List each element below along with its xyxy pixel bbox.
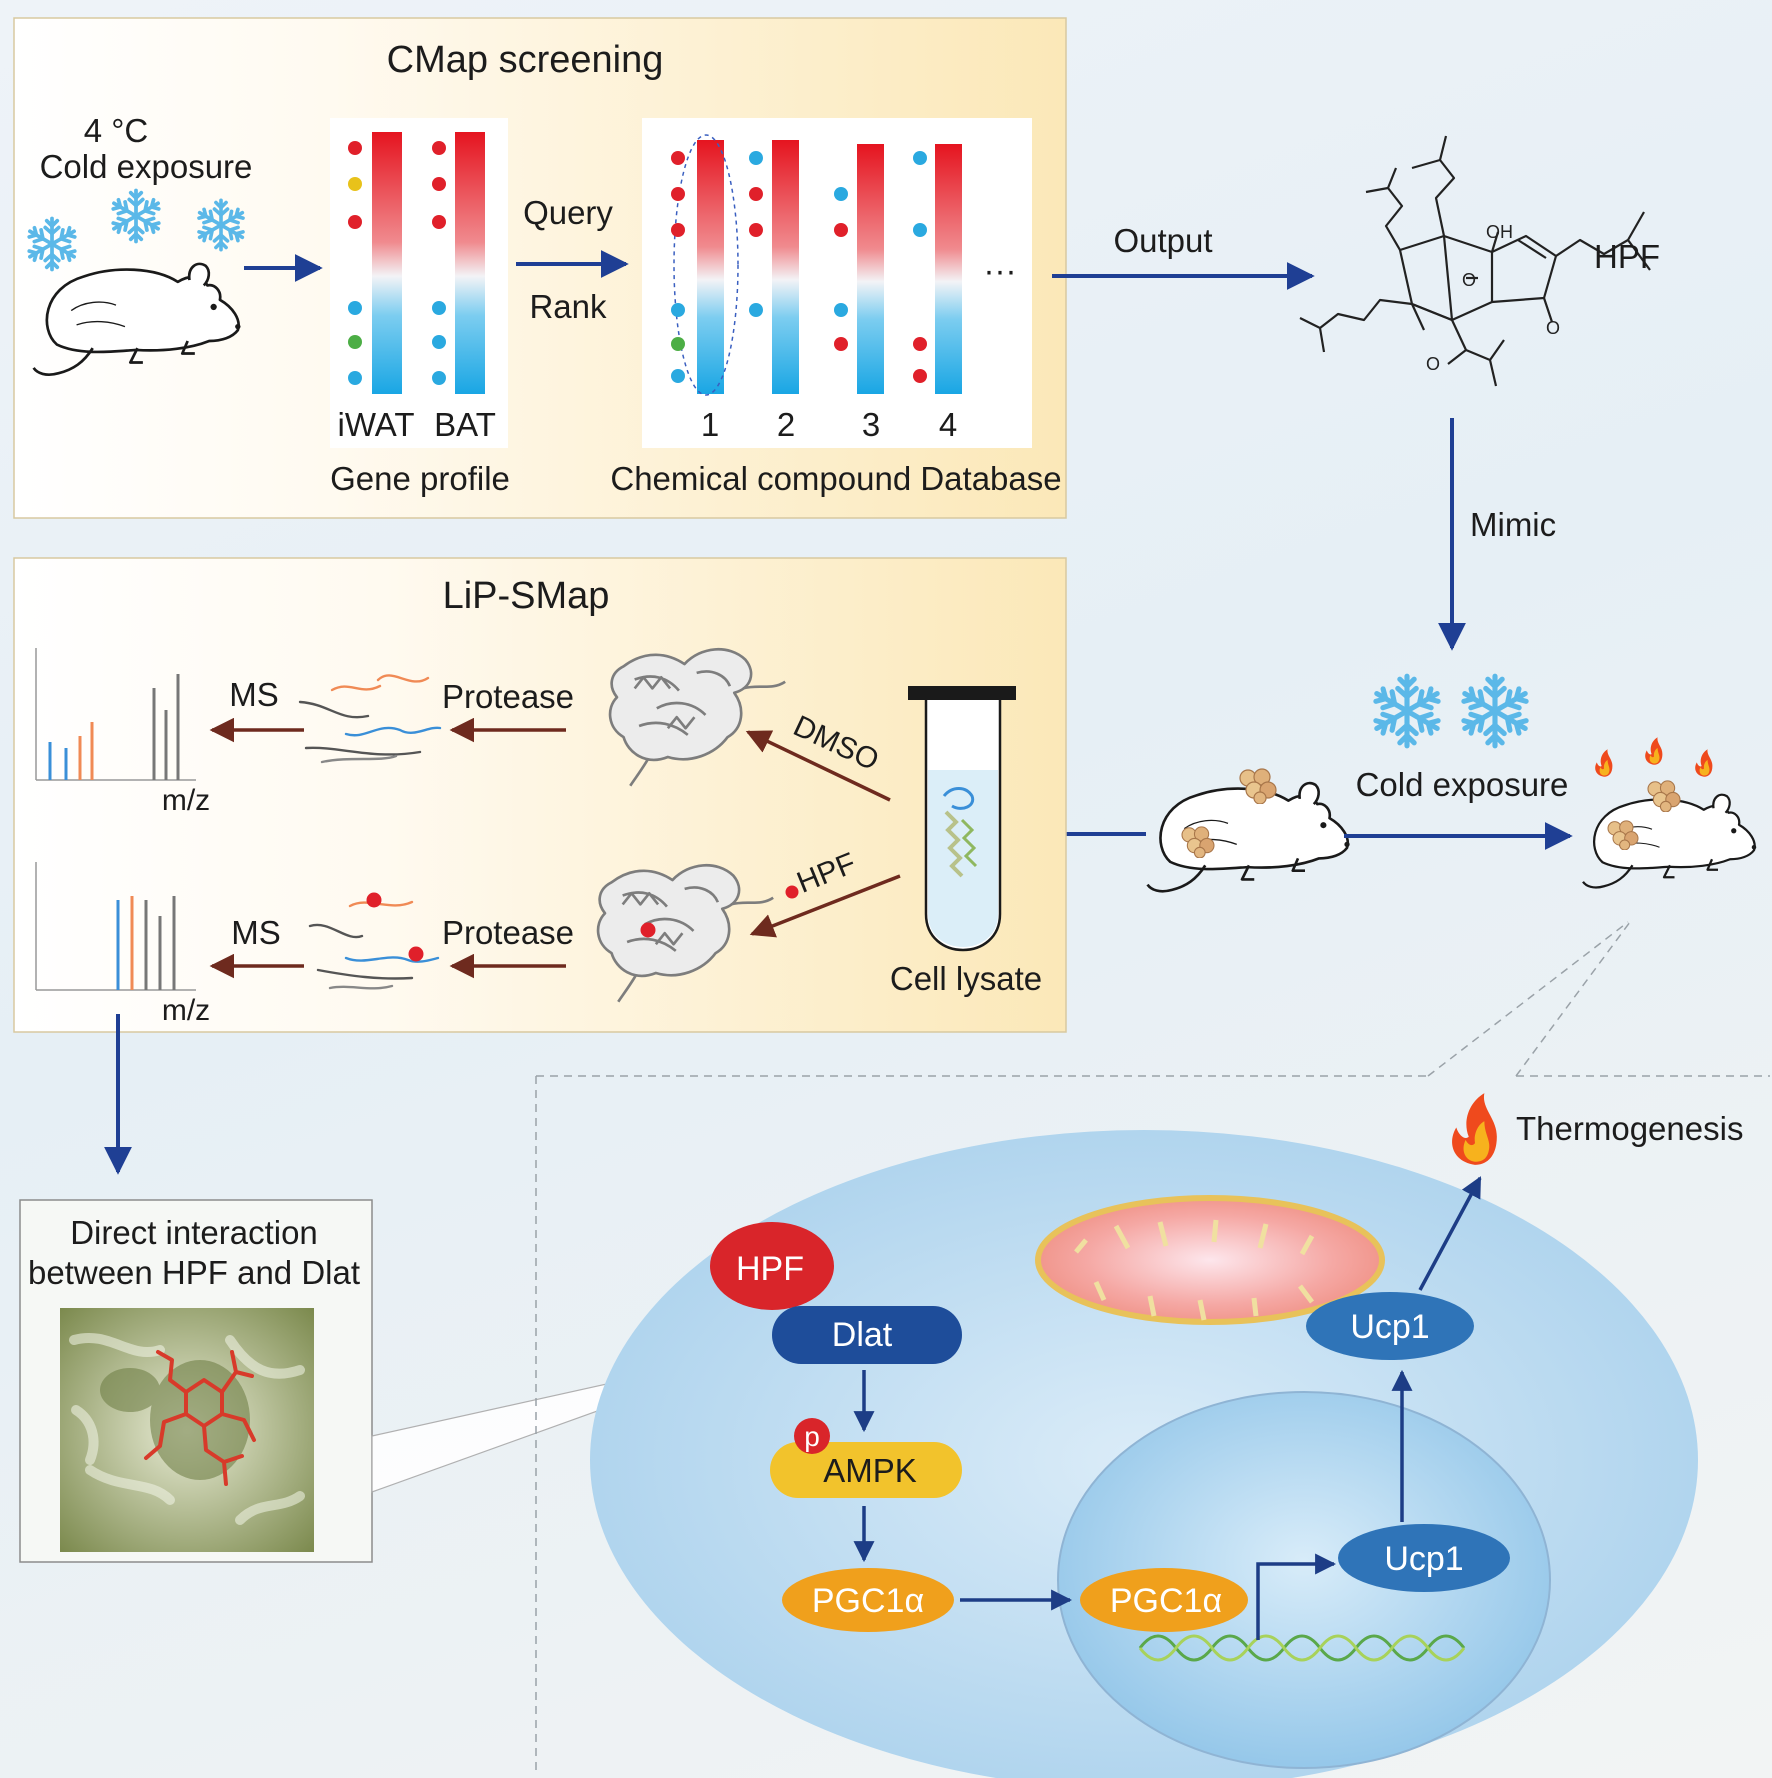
cold-exposure-label: Cold exposure [40, 148, 253, 185]
db-col-label: 3 [862, 406, 880, 443]
hpf-compound-label: HPF [1594, 238, 1660, 275]
oxygen-label: O [1546, 318, 1560, 338]
cell-lysate-label: Cell lysate [890, 960, 1042, 997]
interaction-title-line2: between HPF and Dlat [28, 1254, 360, 1291]
cmap-title: CMap screening [387, 39, 664, 81]
ms-spectrum-top [35, 648, 196, 781]
cmap-panel: CMap screening 4 °C Cold exposure [13, 17, 1067, 519]
db-dots-2 [749, 151, 763, 317]
ucp1-pill [1306, 1292, 1474, 1360]
dmso-arrow [745, 730, 891, 802]
ucp1-nucleus-pill [1338, 1524, 1510, 1592]
ampk-pill-label: AMPK [823, 1452, 917, 1489]
snowflake-icon [1460, 676, 1530, 746]
lipsmap-panel: LiP-SMap m/z MS Protease DMS [13, 557, 1067, 1033]
cold-exposure-label: Cold exposure [1356, 766, 1569, 803]
ucp1-pill-label: Ucp1 [1350, 1308, 1429, 1346]
oh-label: OH [1486, 222, 1513, 242]
protease-label: Protease [442, 678, 574, 715]
hpf-pill-label: HPF [736, 1250, 804, 1288]
flame-icon [1645, 737, 1663, 765]
pgc1a-pill [782, 1568, 954, 1632]
dlat-pill [772, 1306, 962, 1364]
thermogenesis-arrow [1418, 1176, 1482, 1291]
query-label: Query [523, 194, 613, 231]
hpf-marker [366, 892, 382, 908]
mouse-icon [1146, 781, 1352, 893]
db-col-label: 1 [701, 406, 719, 443]
pgc1a-pill-label: PGC1α [812, 1582, 924, 1620]
hpf-arrow [749, 874, 901, 938]
ms-label: MS [231, 914, 281, 951]
snowflake-icon [1372, 676, 1442, 746]
dna-icon [1138, 1634, 1466, 1662]
hpf-bound-marker [640, 922, 656, 938]
test-tube-icon [908, 686, 1016, 952]
db-bar-1 [697, 140, 724, 394]
ampk-pill [770, 1442, 962, 1498]
pgc1a-nucleus-pill [1080, 1568, 1248, 1632]
bat-label: BAT [434, 406, 496, 443]
db-dots-3 [834, 187, 848, 351]
zoom-lines [1427, 921, 1631, 1077]
mz-label: m/z [162, 994, 210, 1027]
output-label: Output [1113, 222, 1212, 259]
hpf-dot [785, 885, 799, 899]
hpf-ligand [144, 1350, 256, 1486]
interaction-title-line1: Direct interaction [70, 1214, 318, 1251]
lipsmap-title: LiP-SMap [443, 575, 610, 617]
transcription-arrow [1256, 1553, 1337, 1640]
ucp1-nucleus-label: Ucp1 [1384, 1540, 1463, 1578]
db-dots-4 [913, 151, 927, 383]
phospho-badge [794, 1418, 830, 1454]
database-label: Chemical compound Database [610, 460, 1061, 497]
flame-icon [1452, 1093, 1497, 1165]
gene-profile-label: Gene profile [330, 460, 510, 497]
flame-icon [1695, 749, 1713, 777]
hpf-structure [1299, 135, 1651, 387]
hpf-marker [408, 946, 424, 962]
protease-label: Protease [442, 914, 574, 951]
db-dots-1 [671, 151, 685, 383]
iwat-dots [348, 141, 362, 385]
bat-bar [455, 132, 485, 394]
hpf-pill [710, 1222, 834, 1310]
db-bar-2 [772, 140, 799, 394]
pathway-frame [535, 1075, 1770, 1774]
interaction-panel: Direct interaction between HPF and Dlat [19, 1199, 373, 1563]
peptides-top [298, 674, 442, 764]
oxygen-label: O [1462, 270, 1476, 290]
ms-spectrum-bottom [35, 862, 196, 991]
ms-label: MS [229, 676, 279, 713]
db-col-label: 2 [777, 406, 795, 443]
pgc1a-nucleus-label: PGC1α [1110, 1582, 1222, 1620]
nucleus [1057, 1391, 1551, 1769]
flame-icon [1595, 749, 1613, 777]
mimic-label: Mimic [1470, 506, 1556, 543]
mitochondrion-icon [1035, 1195, 1385, 1325]
highlight-ellipse [673, 134, 739, 396]
phospho-label: p [804, 1421, 820, 1452]
oxygen-label: O [1426, 354, 1440, 374]
iwat-label: iWAT [338, 406, 415, 443]
db-bar-4 [935, 144, 962, 394]
db-bar-3 [857, 144, 884, 394]
temperature-label: 4 °C [84, 112, 149, 149]
db-col-label: 4 [939, 406, 957, 443]
ellipsis: ··· [984, 252, 1017, 289]
mz-label: m/z [162, 784, 210, 817]
thermogenesis-label: Thermogenesis [1516, 1110, 1743, 1147]
rank-label: Rank [529, 288, 607, 325]
iwat-bar [372, 132, 402, 394]
dlat-pill-label: Dlat [832, 1316, 893, 1354]
bat-dots [432, 141, 446, 385]
